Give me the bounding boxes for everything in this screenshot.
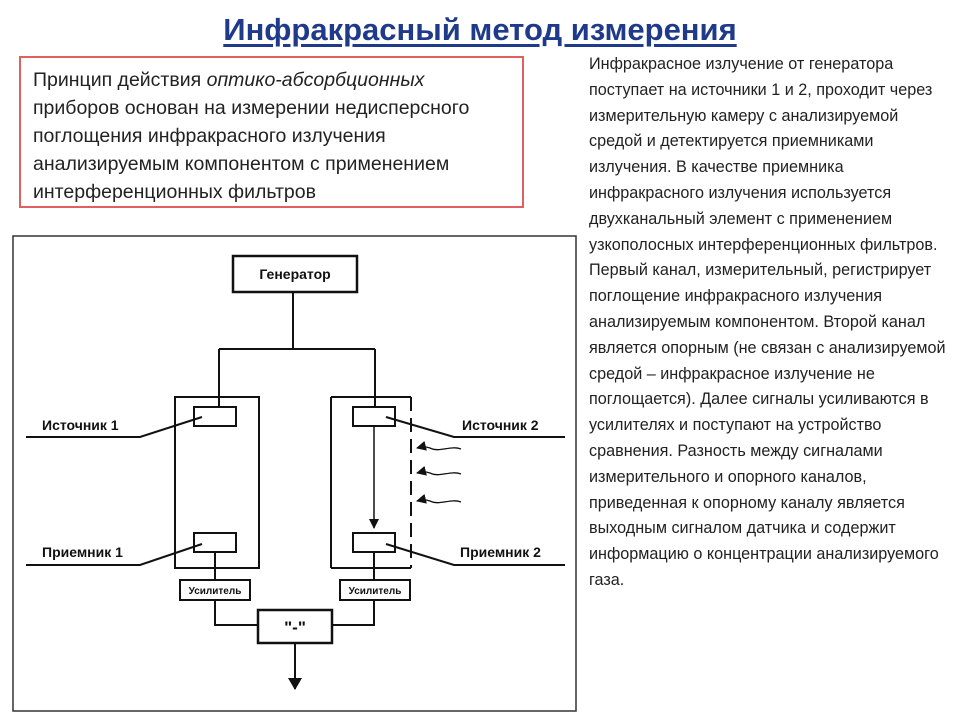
principle-box: Принцип действия оптико-абсорбционных пр…	[19, 56, 524, 208]
receiver-amplifier-wiring	[214, 552, 375, 580]
source2-label: Источник 2	[462, 417, 539, 433]
amplifier2-label: Усилитель	[349, 586, 402, 597]
principle-text-end: приборов основан на измерении недисперсн…	[33, 97, 470, 203]
receiver2-block	[352, 532, 396, 553]
source2-block	[352, 406, 396, 427]
receiver2-label: Приемник 2	[460, 544, 541, 560]
reference-chamber	[330, 396, 412, 569]
diagram-frame	[12, 235, 577, 712]
measuring-chamber	[174, 396, 260, 569]
description-text: Инфракрасное излучение от генератора пос…	[589, 55, 946, 589]
principle-text-start: Принцип действия	[33, 69, 207, 91]
comparator-label: "-"	[284, 618, 306, 637]
incoming-radiation-arrows	[416, 440, 462, 504]
source1-block	[193, 406, 237, 427]
generator-label: Генератор	[259, 266, 330, 282]
principle-emphasis: оптико-абсорбционных	[206, 69, 425, 91]
comparator-block	[256, 608, 334, 645]
source1-label: Источник 1	[42, 417, 119, 433]
schematic-diagram: Генератор Источник 1 Источник 2 Приемник…	[12, 235, 577, 712]
receiver1-block	[193, 532, 237, 553]
amplifier1-label: Усилитель	[189, 586, 242, 597]
comparator-wiring	[214, 600, 375, 626]
source-leader-lines	[26, 416, 565, 566]
page-title: Инфракрасный метод измерения	[223, 12, 737, 47]
generator-wiring	[218, 292, 376, 411]
receiver1-label: Приемник 1	[42, 544, 123, 560]
generator-block	[231, 254, 359, 294]
